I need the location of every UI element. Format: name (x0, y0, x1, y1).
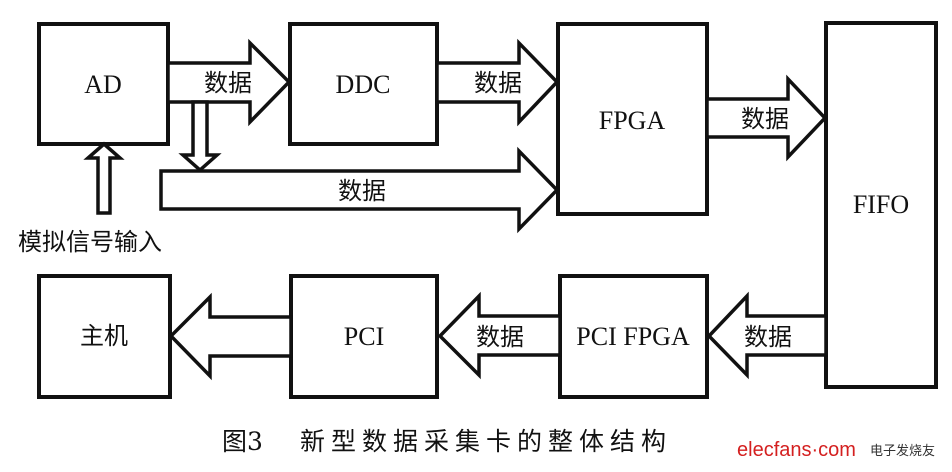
arrow-ddc-to-fpga: 数据 (435, 38, 560, 127)
arrow-fifo-to-pci-fpga: 数据 (706, 291, 828, 380)
block-host-label: 主机 (80, 322, 128, 350)
block-pci: PCI (289, 274, 439, 399)
block-ddc: DDC (288, 22, 439, 146)
analog-input-label: 模拟信号输入 (18, 228, 162, 256)
arrow-fpga-to-fifo: 数据 (705, 74, 828, 162)
arrow-bypass-label: 数据 (338, 177, 386, 205)
arrow-fifo-to-pci-fpga-label: 数据 (744, 323, 792, 351)
arrow-ad-to-ddc: 数据 (166, 38, 292, 127)
arrow-ad-to-ddc-label: 数据 (204, 69, 252, 97)
block-ddc-label: DDC (336, 70, 391, 99)
block-pci-label: PCI (344, 322, 384, 351)
arrow-fpga-to-fifo-label: 数据 (741, 105, 789, 133)
arrow-ddc-to-fpga-label: 数据 (474, 69, 522, 97)
arrow-tap-down (178, 100, 222, 173)
arrow-pci-to-host (168, 292, 293, 381)
arrow-analog-input (83, 141, 125, 215)
block-fifo: FIFO (824, 21, 938, 389)
block-fifo-label: FIFO (853, 190, 909, 219)
arrow-ad-to-fpga-bypass: 数据 (159, 146, 560, 234)
block-pci-fpga-label: PCI FPGA (576, 322, 690, 351)
block-ad: AD (37, 22, 170, 146)
watermark-site: elecfans·com (737, 439, 856, 461)
arrow-pci-fpga-to-pci-label: 数据 (476, 323, 524, 351)
arrow-pci-fpga-to-pci: 数据 (437, 291, 562, 380)
watermark-name: 电子发烧友 (870, 443, 935, 459)
block-fpga-label: FPGA (599, 106, 666, 135)
block-pci-fpga: PCI FPGA (558, 274, 709, 399)
figure-number: 图3 (222, 427, 263, 456)
block-fpga: FPGA (556, 22, 709, 216)
block-host: 主机 (37, 274, 172, 399)
figure-title: 新型数据采集卡的整体结构 (300, 427, 672, 456)
block-ad-label: AD (84, 70, 122, 99)
